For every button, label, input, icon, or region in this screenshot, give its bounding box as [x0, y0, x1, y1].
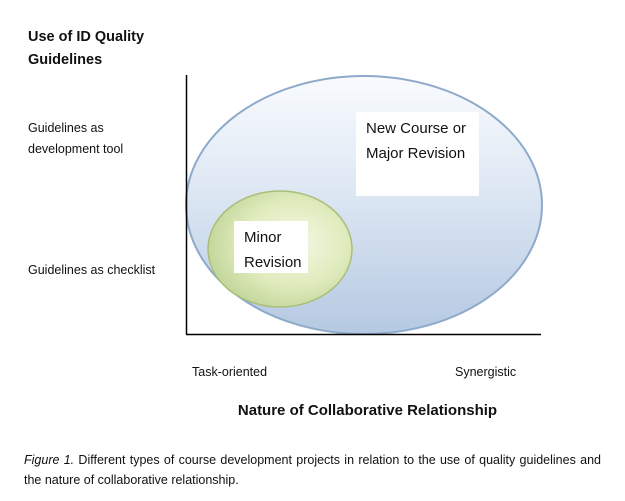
figure-label: Figure 1.: [24, 453, 75, 467]
region-label-major: New Course or Major Revision: [356, 112, 479, 196]
y-axis-title: Use of ID Quality Guidelines: [28, 29, 145, 68]
x-axis-label-task-oriented: Task-oriented: [192, 365, 268, 379]
region-label-minor: Minor Revision: [234, 221, 308, 273]
x-axis-label-synergistic: Synergistic: [455, 365, 517, 379]
y-axis-label-development-tool: Guidelines as development tool: [28, 121, 124, 156]
y-axis-label-checklist: Guidelines as checklist: [28, 263, 156, 277]
caption-text: Different types of course development pr…: [24, 453, 601, 487]
figure-caption: Figure 1. Different types of course deve…: [24, 450, 601, 490]
x-axis-title: Nature of Collaborative Relationship: [237, 402, 498, 419]
